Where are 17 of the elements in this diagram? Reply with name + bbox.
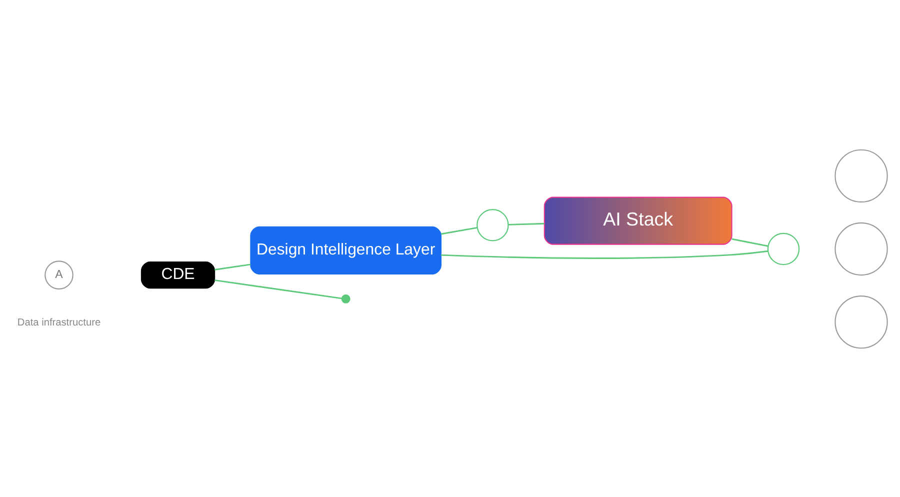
- node-circle: A: [44, 260, 74, 289]
- connector: [440, 226, 478, 234]
- node-circle: [476, 208, 509, 241]
- node-box: AI Stack: [544, 196, 732, 244]
- node-circle: [834, 222, 888, 276]
- node-circle: [341, 294, 350, 303]
- node-circle: [834, 294, 888, 348]
- connector: [441, 250, 768, 258]
- node-circle: [834, 148, 888, 202]
- node-circle: [767, 232, 800, 265]
- connector: [732, 238, 768, 246]
- connector: [214, 263, 251, 270]
- connector: [214, 278, 342, 299]
- node-box: Design Intelligence Layer: [250, 226, 442, 274]
- connector: [508, 222, 544, 225]
- label: Data infrastructure: [17, 316, 101, 328]
- node-box: CDE: [140, 260, 216, 288]
